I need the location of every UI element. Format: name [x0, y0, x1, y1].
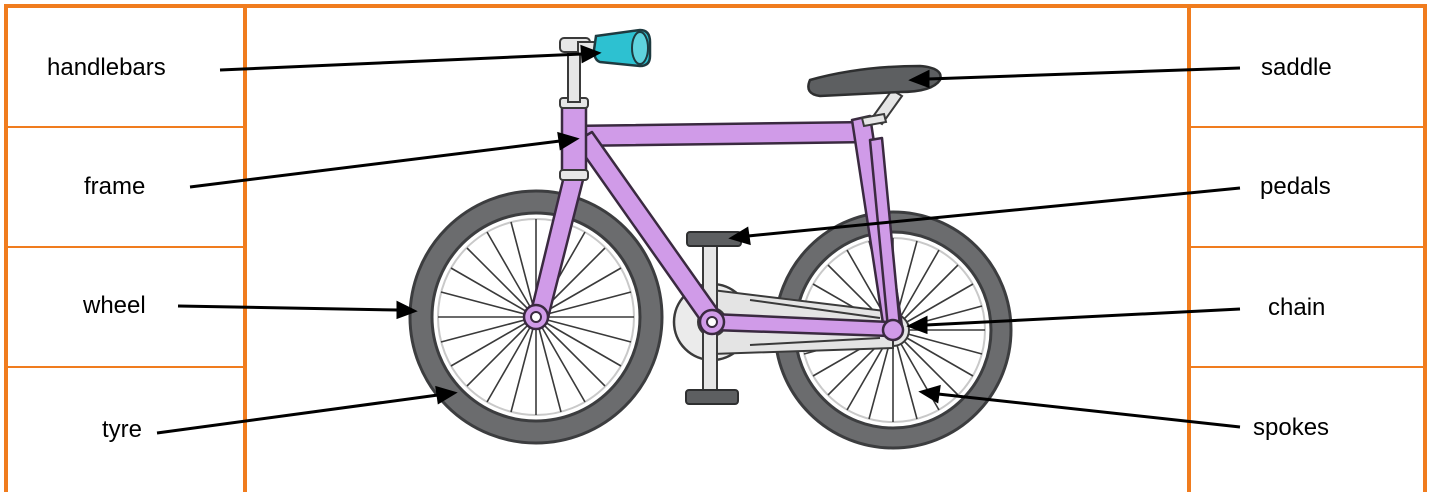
- label-wheel: wheel: [83, 294, 146, 318]
- label-pedals: pedals: [1260, 175, 1331, 199]
- label-handlebars: handlebars: [47, 56, 166, 80]
- label-frame: frame: [84, 175, 145, 199]
- handlebar-group: [560, 30, 650, 102]
- label-spokes: spokes: [1253, 416, 1329, 440]
- label-tyre: tyre: [102, 418, 142, 442]
- label-saddle: saddle: [1261, 56, 1332, 80]
- label-chain: chain: [1268, 296, 1325, 320]
